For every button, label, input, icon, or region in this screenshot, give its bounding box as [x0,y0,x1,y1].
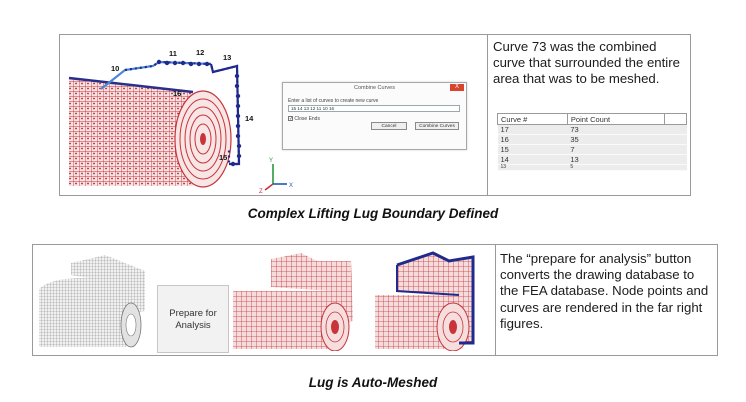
cylinder-end [174,90,232,188]
bottom-panel: Prepare for Analysis The “prepare for an… [32,244,718,356]
prepare-button-line1: Prepare for [169,308,217,319]
curve-label-13: 13 [223,53,231,62]
curve-list-input[interactable]: 15 14 13 12 11 10 16 [288,105,460,112]
bottom-caption: Lug is Auto-Meshed [308,375,438,390]
fea-mesh-figure [233,253,353,351]
table-cell: 14 [497,154,568,165]
table-cell: 13 [497,164,568,171]
axis-z-label: Z [259,189,263,195]
column-header-point-count: Point Count [566,113,666,125]
checkbox-box[interactable]: ✓ [288,116,294,123]
curve-point-table: Curve # Point Count 17 73 16 35 15 7 14 … [497,113,687,171]
cylinder-body [69,78,193,186]
table-row[interactable]: 17 73 [497,124,687,135]
bottom-description: The “prepare for analysis” button conver… [500,251,709,331]
curve-nodes [156,59,242,167]
table-cell: 13 [567,154,665,165]
top-panel: 10 11 12 13 14 15 16 Y X Z Combine Curve… [59,34,691,196]
dialog-titlebar: Combine Curves X [283,83,466,93]
close-ends-checkbox[interactable]: ✓ Close Ends [288,116,320,122]
close-ends-label: Close Ends [294,116,320,122]
bottom-panel-divider [495,245,496,355]
curve-label-11: 11 [169,49,177,58]
panel-divider [487,35,488,195]
table-cell: 7 [567,144,665,155]
table-cell: 73 [567,124,665,135]
curve-label-14: 14 [245,114,254,123]
table-row[interactable]: 16 35 [497,134,687,145]
table-cell: 17 [497,124,568,135]
prepare-for-analysis-button[interactable]: Prepare for Analysis [157,285,229,353]
drawing-database-figure [39,255,145,348]
curve-label-12: 12 [196,48,204,57]
curve-label-15: 15 [219,153,227,162]
table-cell: 15 [497,144,568,155]
close-icon[interactable]: X [450,84,464,91]
column-header-blank [664,113,687,125]
dialog-title: Combine Curves [354,85,395,91]
table-cell: 35 [567,134,665,145]
table-header-row: Curve # Point Count [497,113,687,125]
axis-x-label: X [289,183,293,189]
prepare-button-line2: Analysis [175,320,211,331]
axis-triad: Y X Z [259,158,293,195]
dialog-prompt: Enter a list of curves to create new cur… [288,98,379,104]
table-row[interactable]: 13 5 [497,164,687,171]
table-row[interactable]: 14 13 [497,154,687,165]
curve-label-16: 16 [173,89,181,98]
table-row[interactable]: 15 7 [497,144,687,155]
fea-nodes-curves-figure [375,251,475,351]
lug-boundary-figure: 10 11 12 13 14 15 16 Y X Z [68,48,293,195]
table-cell: 5 [567,164,665,171]
combine-curves-button[interactable]: Combine Curves [415,122,459,130]
axis-y-label: Y [269,158,273,164]
column-header-curve: Curve # [497,113,568,125]
cancel-button[interactable]: Cancel [371,122,407,130]
top-caption: Complex Lifting Lug Boundary Defined [247,206,499,221]
curve-label-10: 10 [111,64,119,73]
table-cell: 16 [497,134,568,145]
top-description: Curve 73 was the combined curve that sur… [493,39,680,86]
combine-curves-dialog: Combine Curves X Enter a list of curves … [282,82,467,150]
